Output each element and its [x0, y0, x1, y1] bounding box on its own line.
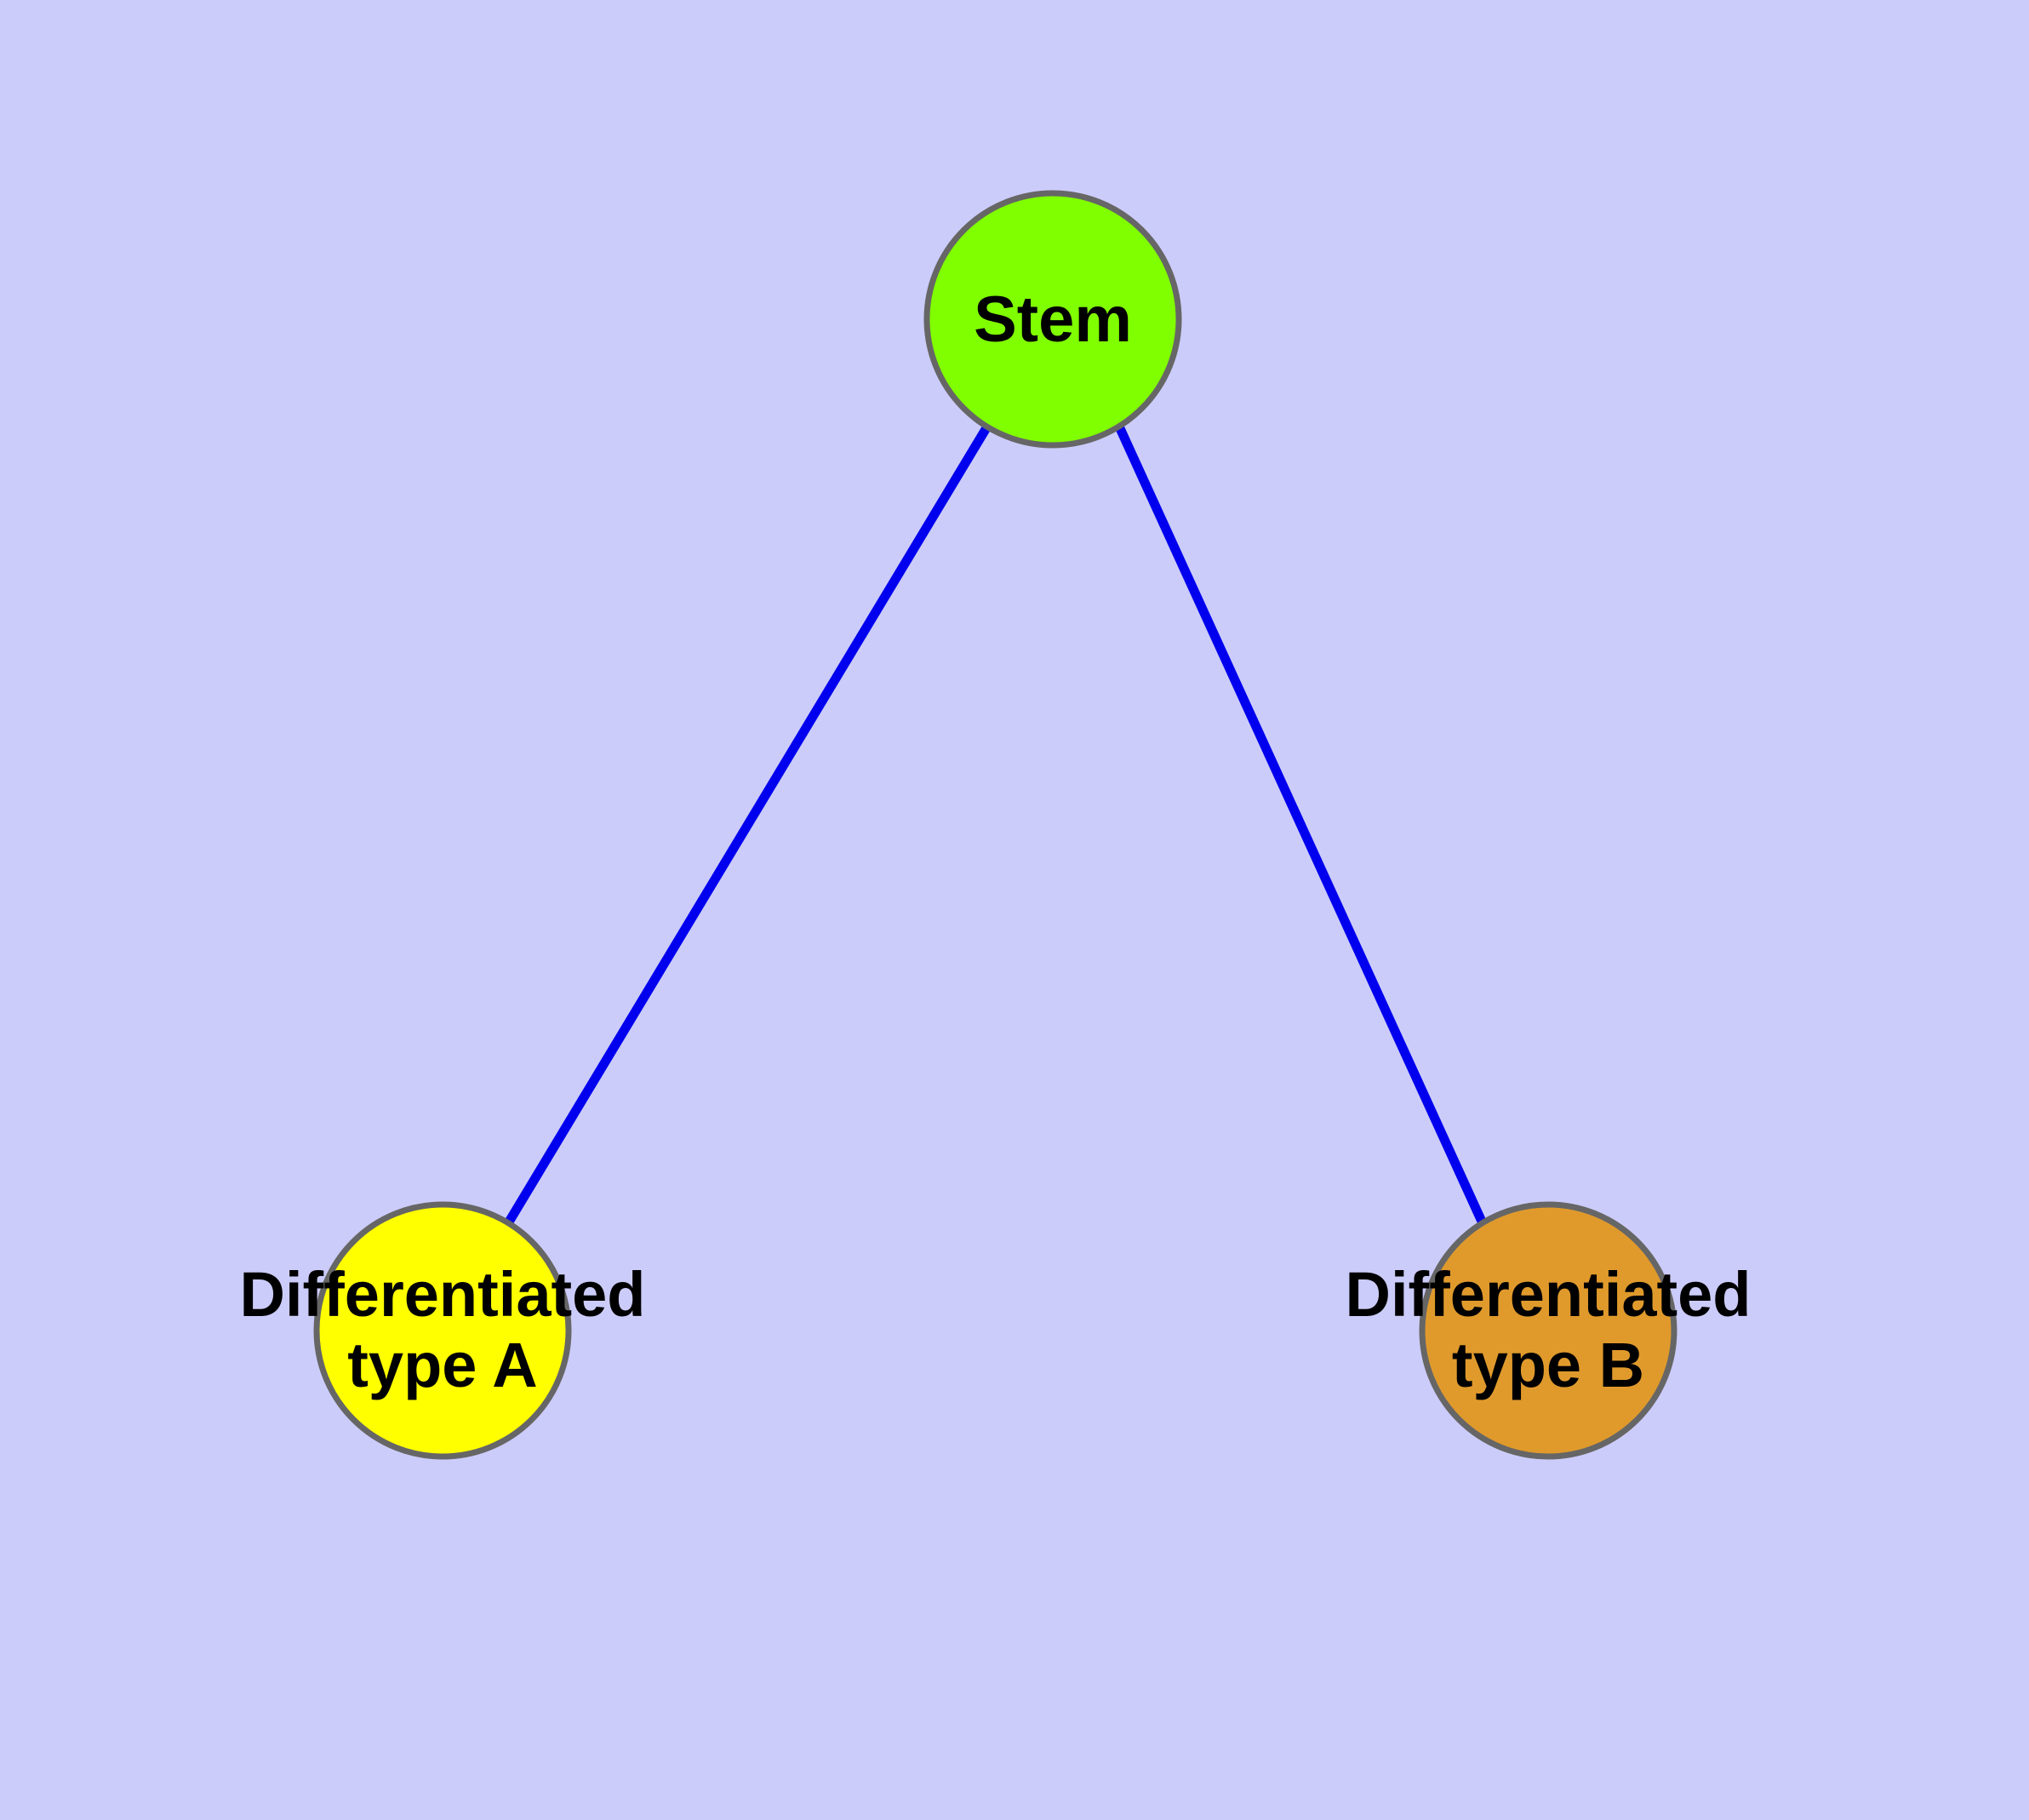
node-diff-b-circle[interactable]: [1419, 1201, 1677, 1460]
node-layer: [313, 190, 1677, 1460]
node-diff-a-circle[interactable]: [313, 1201, 572, 1460]
edge-stem-to-diff-b: [1114, 424, 1488, 1226]
edge-stem-to-diff-a: [504, 424, 992, 1226]
edge-layer: [504, 424, 1488, 1226]
node-stem-circle[interactable]: [923, 190, 1182, 449]
